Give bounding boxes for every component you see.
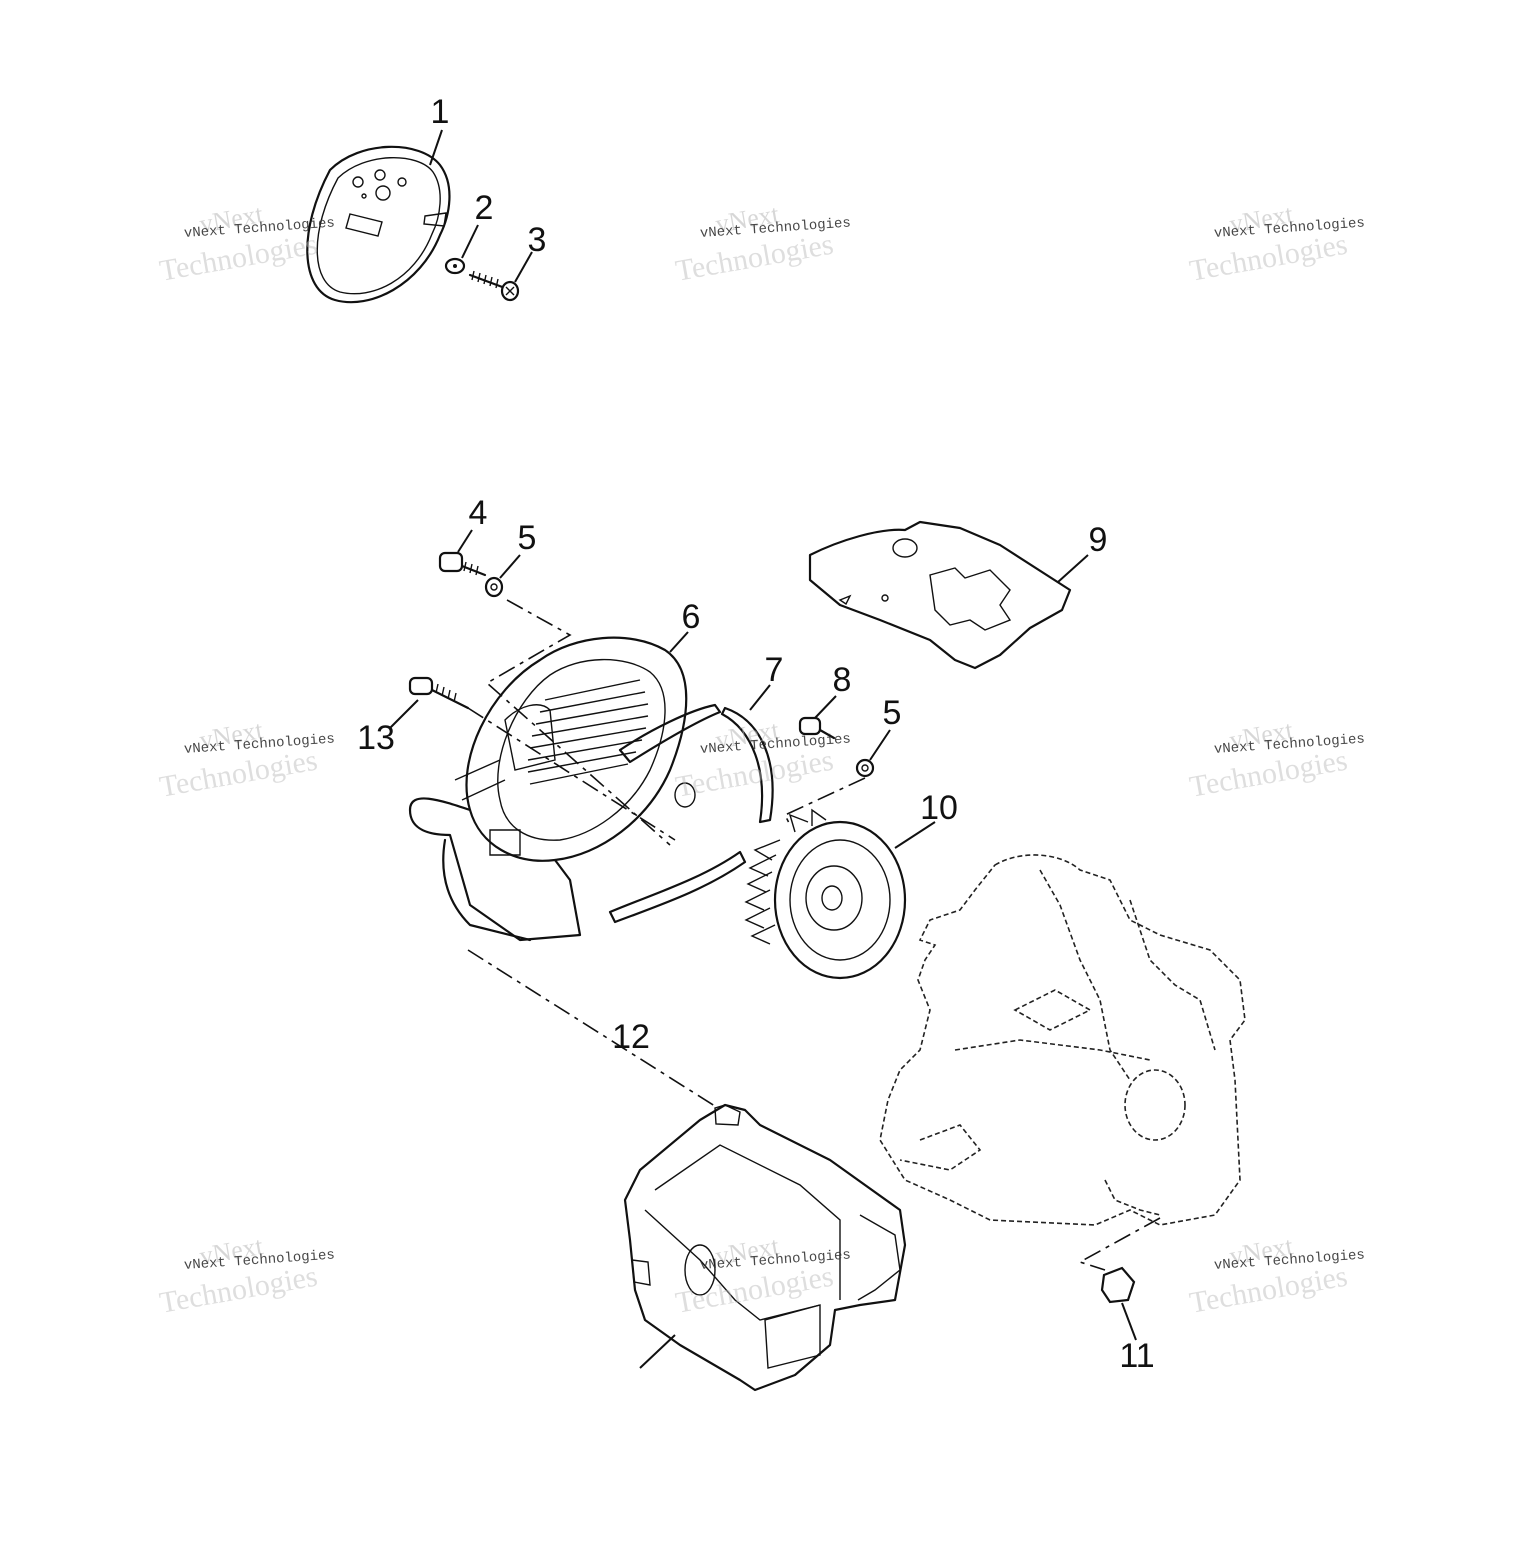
part-7-hose <box>608 703 774 924</box>
part-2-washer <box>444 257 466 275</box>
callout-7: 7 <box>764 651 784 689</box>
callout-8: 8 <box>832 661 852 699</box>
callout-9: 9 <box>1088 521 1108 559</box>
part-12-cylinder-cover <box>623 1103 907 1392</box>
part-13-screw <box>408 676 470 710</box>
part-4-bolt <box>438 551 487 577</box>
callout-10: 10 <box>920 789 958 827</box>
part-8-bolt <box>798 716 836 740</box>
callout-11: 11 <box>1119 1337 1155 1375</box>
part-1-cover-plate <box>306 145 451 304</box>
callout-12: 12 <box>612 1018 650 1056</box>
callout-3: 3 <box>527 221 547 259</box>
engine-block-outline <box>879 854 1246 1226</box>
callout-2: 2 <box>474 189 494 227</box>
callout-13: 13 <box>357 719 395 757</box>
callout-6: 6 <box>681 598 701 636</box>
part-11-nut <box>1100 1266 1136 1304</box>
part-10-flywheel <box>744 808 907 980</box>
callout-4: 4 <box>468 494 488 532</box>
part-9-gasket <box>808 520 1072 670</box>
part-6-fan-housing <box>408 636 696 942</box>
callout-1: 1 <box>430 93 450 131</box>
part-5-washer-lower <box>855 758 875 778</box>
callout-5-upper: 5 <box>517 519 537 557</box>
part-3-screw <box>468 270 520 302</box>
callout-5-lower: 5 <box>882 694 902 732</box>
part-5-washer-upper <box>484 576 504 598</box>
